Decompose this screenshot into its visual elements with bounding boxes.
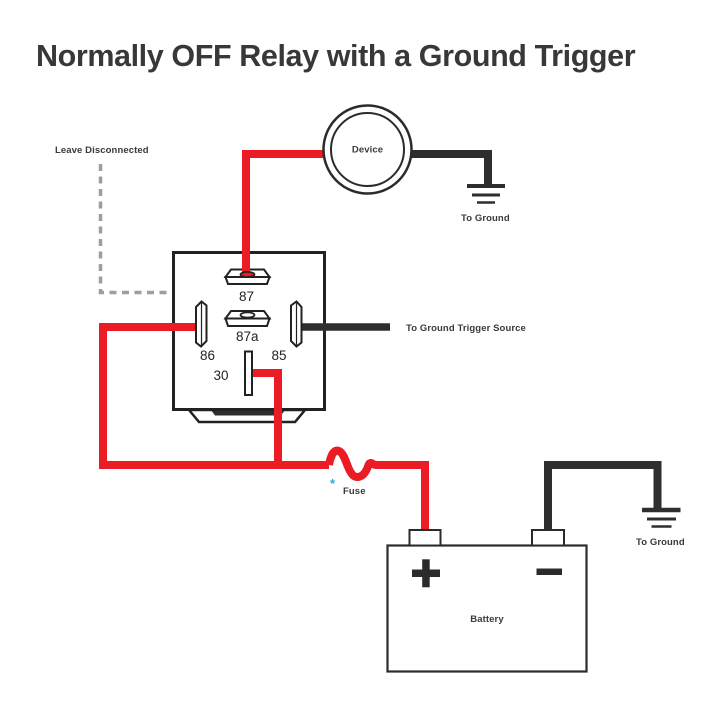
wire-red-pin86-loop [99, 323, 329, 469]
device-symbol [322, 104, 413, 195]
wire-red-device-to-pin87 [242, 150, 324, 272]
ground-symbol-top [467, 184, 505, 204]
to-ground-top-label: To Ground [461, 213, 510, 224]
battery-negative-terminal [531, 529, 565, 547]
relay-pin-86-blade [195, 300, 208, 348]
relay-pin-86-label: 86 [200, 347, 216, 363]
device-label: Device [351, 144, 384, 156]
wire-black-device-to-ground [411, 150, 492, 184]
battery-label: Battery [470, 614, 504, 625]
ground-symbol-bottom [642, 507, 681, 528]
wire-red-pin30-branch [251, 369, 282, 466]
fuse-asterisk: * [330, 476, 336, 491]
relay-pin-87a-label: 87a [236, 329, 259, 344]
battery-positive-terminal [408, 529, 442, 547]
wire-red-fuse-to-battery [325, 446, 429, 531]
relay-base-slot [211, 410, 285, 416]
pin87-wire-socket [239, 270, 256, 278]
relay-pin-87a-terminal [223, 310, 272, 327]
leave-disconnected-dashed-wire [98, 164, 235, 310]
fuse-label: Fuse [343, 485, 366, 497]
to-ground-trigger-source-label: To Ground Trigger Source [406, 322, 526, 334]
relay-pin-85-blade [290, 300, 303, 348]
wire-black-battery-to-ground [544, 461, 662, 531]
battery-minus-symbol [536, 568, 562, 575]
page-title: Normally OFF Relay with a Ground Trigger [36, 39, 636, 73]
relay-pin-87-terminal [223, 268, 272, 285]
battery-symbol [386, 529, 588, 673]
to-ground-bottom-label: To Ground [636, 537, 685, 548]
relay-pin-30-label: 30 [213, 367, 229, 383]
battery-plus-symbol [412, 559, 440, 588]
relay-pin-87-label: 87 [239, 288, 255, 304]
leave-disconnected-label: Leave Disconnected [55, 145, 149, 156]
relay-pin-30-blade [244, 350, 253, 396]
relay-pin-85-label: 85 [271, 347, 287, 363]
